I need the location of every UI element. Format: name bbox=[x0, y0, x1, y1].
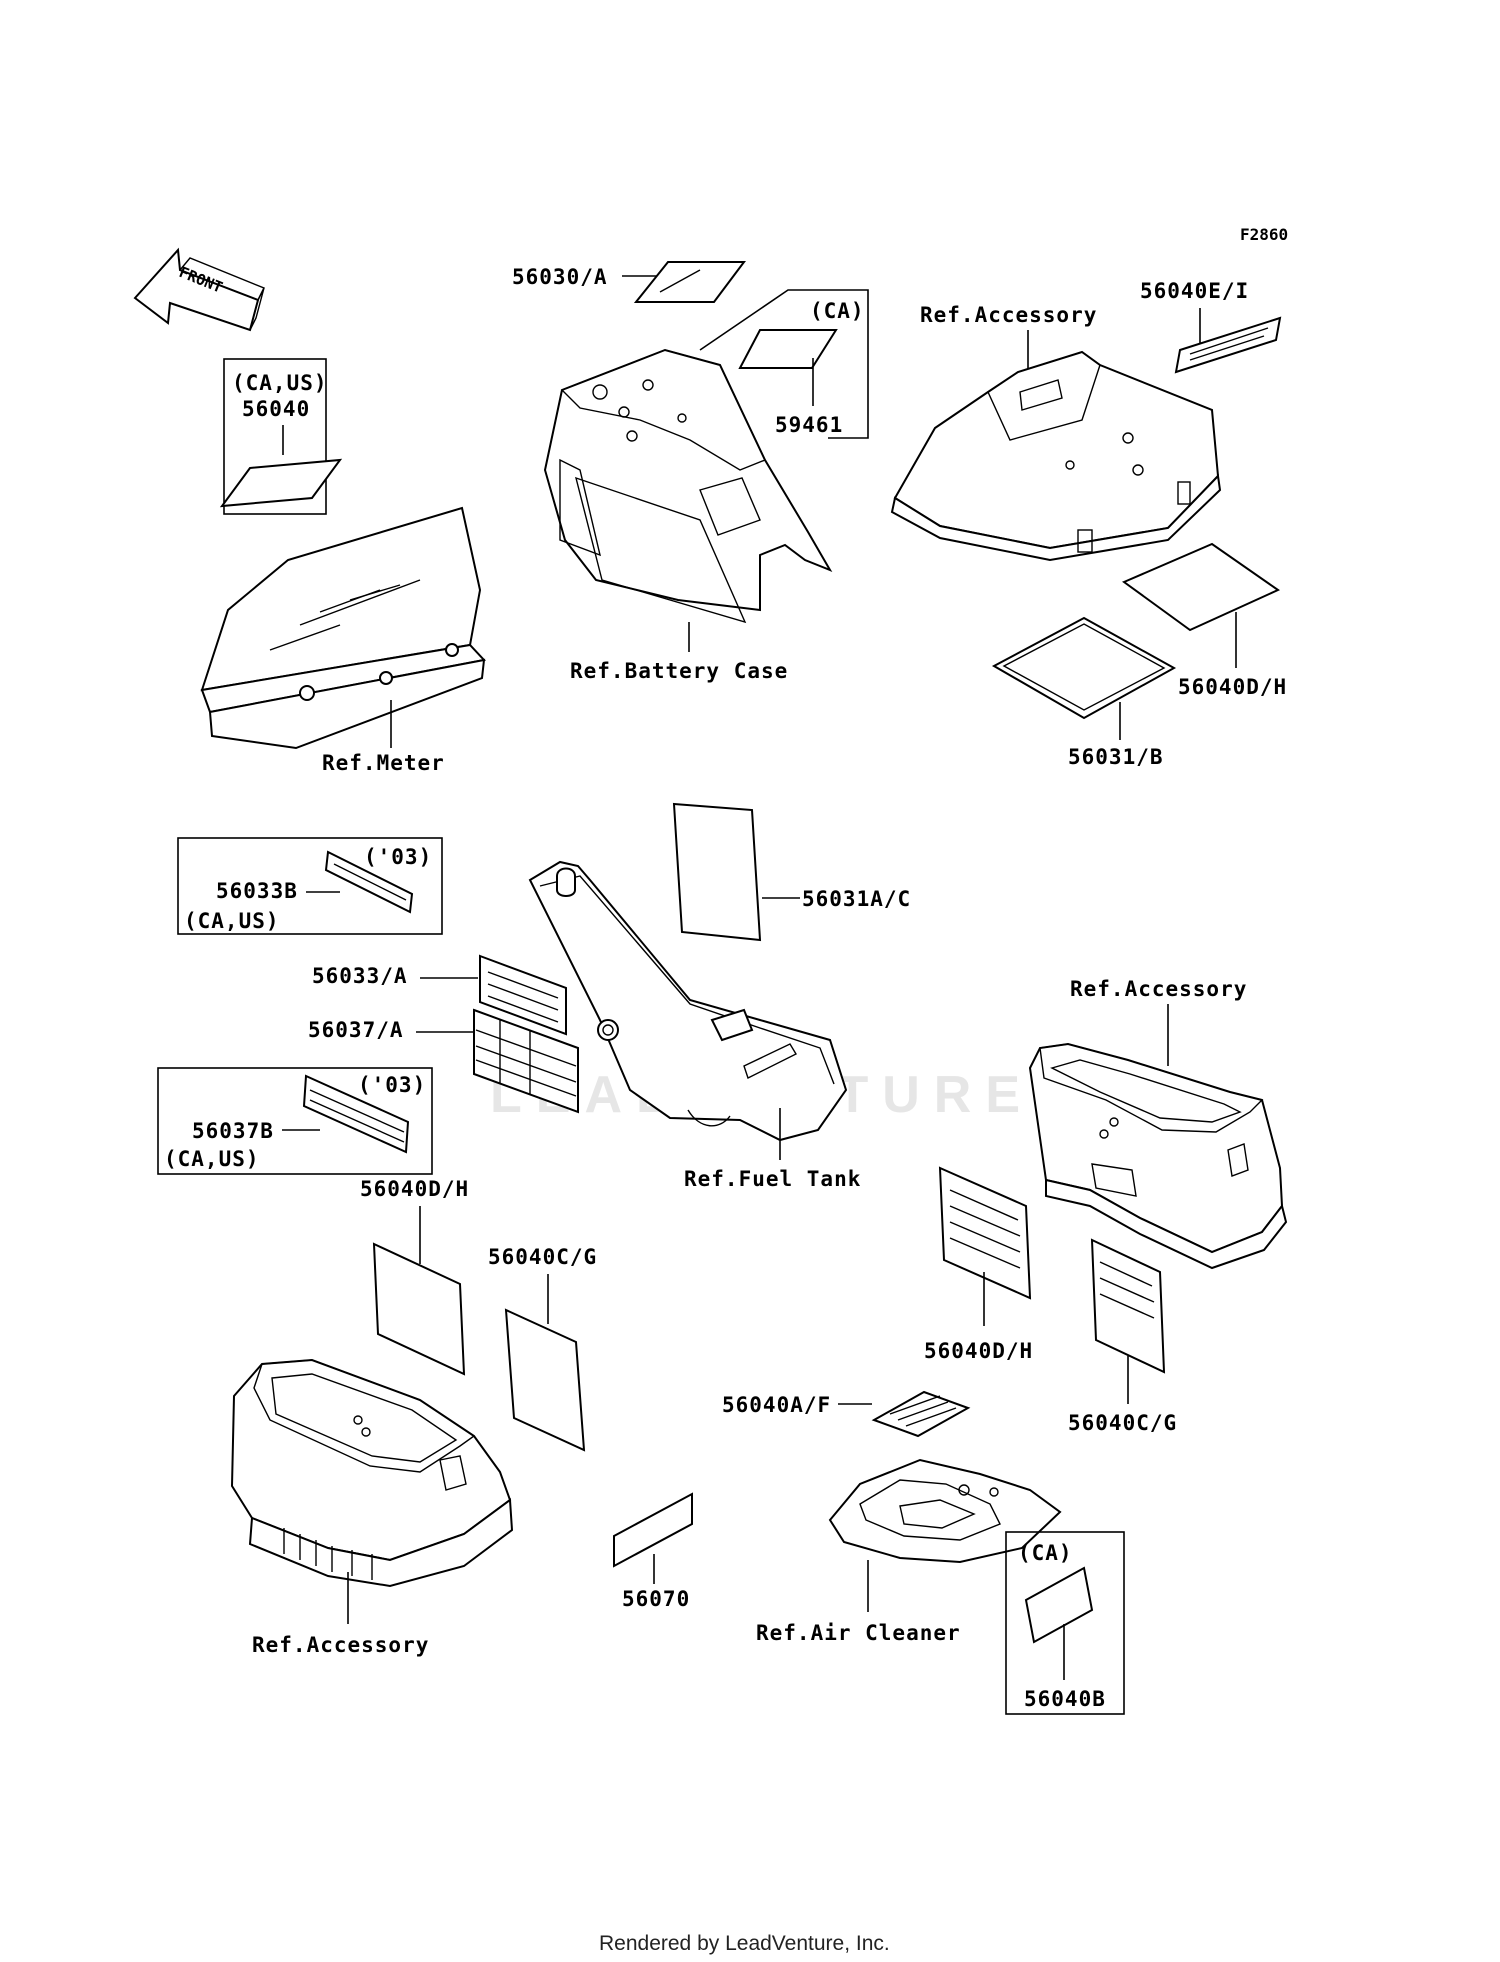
label-56040cg-right: 56040C/G bbox=[1068, 1411, 1177, 1435]
label-sticker-56040cg-left bbox=[504, 1308, 586, 1452]
label-56040dh-top: 56040D/H bbox=[1178, 675, 1287, 699]
callout-box-59461 bbox=[699, 289, 869, 439]
label-sticker-56031ac bbox=[672, 802, 762, 942]
label-56040b: 56040B bbox=[1024, 1687, 1106, 1711]
label-56033b: 56033B bbox=[216, 879, 298, 903]
callout-box-56033b bbox=[177, 837, 443, 935]
label-56033a: 56033/A bbox=[312, 964, 408, 988]
label-ca-us-a: (CA,US) bbox=[184, 909, 280, 933]
battery-case-drawing bbox=[543, 348, 833, 624]
label-sticker-59461 bbox=[738, 329, 838, 369]
label-ref-accessory-top: Ref.Accessory bbox=[920, 303, 1097, 327]
label-56037b: 56037B bbox=[192, 1119, 274, 1143]
label-ca-us-box: (CA,US) bbox=[232, 371, 328, 395]
label-59461: 59461 bbox=[775, 413, 843, 437]
air-cleaner-drawing bbox=[828, 1458, 1062, 1564]
label-sticker-56040dh-left bbox=[372, 1242, 466, 1376]
label-ref-accessory-right: Ref.Accessory bbox=[1070, 977, 1247, 1001]
fuel-tank-drawing bbox=[528, 860, 848, 1142]
accessory-box-right-drawing bbox=[1028, 1042, 1288, 1270]
callout-box-56037b bbox=[157, 1067, 433, 1175]
label-ref-accessory-bottom: Ref.Accessory bbox=[252, 1633, 429, 1657]
meter-drawing bbox=[200, 506, 486, 750]
label-56037a: 56037/A bbox=[308, 1018, 404, 1042]
label-56040dh-left: 56040D/H bbox=[360, 1177, 469, 1201]
label-sticker-56033a bbox=[479, 954, 567, 1036]
label-sticker-56037b bbox=[302, 1074, 410, 1154]
label-56030a: 56030/A bbox=[512, 265, 608, 289]
label-56070: 56070 bbox=[622, 1587, 690, 1611]
front-arrow-icon: FRONT bbox=[133, 247, 265, 332]
label-sticker-56040b bbox=[1024, 1566, 1094, 1644]
label-ca-top: (CA) bbox=[810, 299, 865, 323]
label-03-b: ('03) bbox=[358, 1073, 426, 1097]
label-ref-meter: Ref.Meter bbox=[322, 751, 445, 775]
label-56040ei: 56040E/I bbox=[1140, 279, 1249, 303]
label-sticker-56040 bbox=[219, 458, 343, 508]
callout-box-56040b bbox=[1005, 1531, 1125, 1715]
credit-text: Rendered by LeadVenture, Inc. bbox=[599, 1932, 890, 1955]
label-sticker-56070 bbox=[613, 1492, 693, 1568]
label-ref-battery-case: Ref.Battery Case bbox=[570, 659, 788, 683]
label-56031ac: 56031A/C bbox=[802, 887, 911, 911]
label-sticker-56040dh-top bbox=[1121, 542, 1281, 632]
label-ca-bottom: (CA) bbox=[1018, 1541, 1073, 1565]
label-ref-air-cleaner: Ref.Air Cleaner bbox=[756, 1621, 961, 1645]
accessory-box-top-drawing bbox=[890, 350, 1222, 562]
callout-box-56040 bbox=[223, 358, 327, 515]
label-56040-box: 56040 bbox=[242, 397, 310, 421]
label-56040cg-left: 56040C/G bbox=[488, 1245, 597, 1269]
label-sticker-56040af bbox=[871, 1390, 971, 1438]
label-sticker-56040dh-mid bbox=[938, 1166, 1032, 1300]
label-56040dh-mid: 56040D/H bbox=[924, 1339, 1033, 1363]
label-03-a: ('03) bbox=[364, 845, 432, 869]
label-sticker-56030a bbox=[633, 261, 746, 303]
label-ca-us-b: (CA,US) bbox=[164, 1147, 260, 1171]
label-56040af: 56040A/F bbox=[722, 1393, 831, 1417]
label-sticker-56031b bbox=[991, 616, 1177, 720]
label-ref-fuel-tank: Ref.Fuel Tank bbox=[684, 1167, 861, 1191]
label-sticker-56040ei bbox=[1174, 316, 1282, 374]
label-56031b: 56031/B bbox=[1068, 745, 1164, 769]
figure-code: F2860 bbox=[1240, 225, 1288, 244]
accessory-box-bottom-drawing bbox=[230, 1358, 514, 1588]
